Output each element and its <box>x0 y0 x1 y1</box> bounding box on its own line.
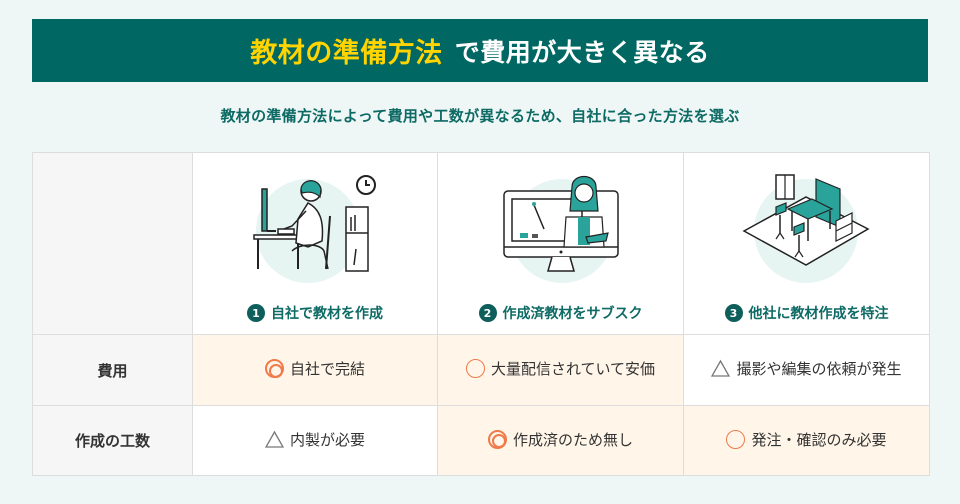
method-label-2: 2 作成済教材をサブスク <box>478 303 643 323</box>
cell-effort-method-3: 発注・確認のみ必要 <box>683 405 930 476</box>
circle-icon <box>465 359 485 378</box>
method-title: 他社に教材作成を特注 <box>748 306 889 322</box>
triangle-icon <box>264 430 284 449</box>
row-label-cost: 費用 <box>32 334 193 406</box>
cell-text: 内製が必要 <box>289 430 365 449</box>
cell-text: 作成済のため無し <box>512 430 633 449</box>
cell-text: 大量配信されていて安価 <box>490 360 656 378</box>
cell-text: 撮影や編集の依頼が発生 <box>736 360 902 378</box>
subtitle: 教材の準備方法によって費用や工数が異なるため、自社に合った方法を選ぶ <box>220 107 740 125</box>
method-header-3: 3 他社に教材作成を特注 <box>683 152 930 335</box>
number-badge: 1 <box>247 304 265 322</box>
double-circle-icon <box>264 359 284 378</box>
cell-cost-method-2: 大量配信されていて安価 <box>437 334 684 406</box>
cell-text: 自社で完結 <box>289 360 365 378</box>
comparison-table: 1 自社で教材を作成 <box>32 152 930 476</box>
method-title: 自社で教材を作成 <box>271 306 383 322</box>
cell-cost-method-3: 撮影や編集の依頼が発生 <box>683 334 930 406</box>
cell-cost-method-1: 自社で完結 <box>192 334 438 406</box>
table-row-effort: 作成の工数 内製が必要 作成済のため無し 発注・確認のみ必要 <box>32 405 930 476</box>
method-label-1: 1 自社で教材を作成 <box>247 303 383 323</box>
method-title: 作成済教材をサブスク <box>502 306 643 322</box>
method-label-3: 3 他社に教材作成を特注 <box>724 303 889 323</box>
triangle-icon <box>711 359 731 378</box>
person-at-computer-illustration <box>250 171 380 283</box>
method-header-2: 2 作成済教材をサブスク <box>437 152 684 335</box>
cell-text: 発注・確認のみ必要 <box>751 430 887 449</box>
cell-effort-method-2: 作成済のため無し <box>437 405 684 476</box>
table-row-cost: 費用 自社で完結 大量配信されていて安価 撮影や編集の依頼が発生 <box>32 334 930 406</box>
title-banner: 教材の準備方法 で費用が大きく異なる <box>32 19 928 82</box>
number-badge: 3 <box>724 304 743 322</box>
row-label-effort: 作成の工数 <box>32 405 193 476</box>
title-highlight: 教材の準備方法 <box>250 38 443 69</box>
studio-room-illustration <box>741 171 872 283</box>
corner-cell <box>32 152 193 335</box>
method-header-1: 1 自社で教材を作成 <box>192 152 438 335</box>
title-rest: で費用が大きく異なる <box>454 37 710 67</box>
cell-effort-method-1: 内製が必要 <box>192 405 438 476</box>
double-circle-icon <box>487 429 507 449</box>
circle-icon <box>726 429 746 449</box>
teacher-on-monitor-illustration <box>496 171 626 283</box>
header-row: 1 自社で教材を作成 <box>32 152 930 335</box>
number-badge: 2 <box>478 304 497 322</box>
